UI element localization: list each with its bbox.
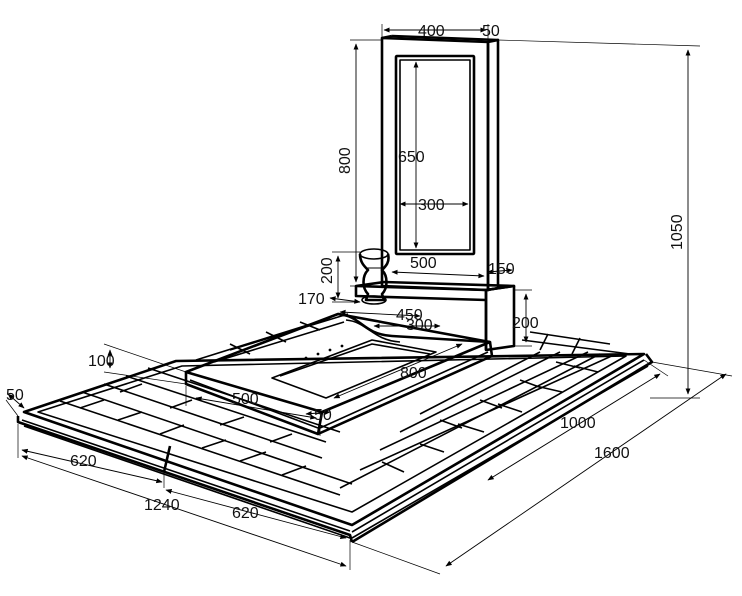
dim-border-width: 50 (6, 387, 24, 404)
flowerbed (184, 312, 494, 436)
vase (358, 248, 390, 305)
dim-flowerbed-inner: 300 (406, 317, 433, 334)
dim-frame-height: 650 (398, 149, 425, 166)
dim-vase-base: 170 (298, 291, 325, 308)
dim-inner-length: 1000 (560, 415, 596, 432)
dim-curb-height: 100 (88, 353, 115, 370)
dim-stand-depth: 150 (488, 261, 515, 278)
dim-curb-thickness: 50 (314, 407, 332, 424)
dim-half-width-left: 620 (70, 453, 97, 470)
dim-total-length: 1600 (594, 445, 630, 462)
dimension-lines (5, 24, 733, 575)
dimension-labels: 400 50 800 1050 650 300 500 150 200 170 … (6, 23, 686, 522)
dim-vase-height: 200 (319, 257, 336, 284)
dim-half-width-right: 620 (232, 505, 259, 522)
dim-stand-height: 200 (512, 315, 539, 332)
dim-stele-width: 400 (418, 23, 445, 40)
dim-frame-width: 300 (418, 197, 445, 214)
dim-curb-width: 500 (232, 391, 259, 408)
dim-total-height: 1050 (669, 214, 686, 250)
dim-stele-height: 800 (337, 147, 354, 174)
stele (380, 34, 500, 292)
dim-stand-width: 500 (410, 255, 437, 272)
dim-flowerbed-length: 800 (400, 365, 427, 382)
dim-flowerbed-head: 450 (396, 307, 423, 324)
dim-total-width: 1240 (144, 497, 180, 514)
base-platform (16, 352, 654, 544)
dim-stele-thickness: 50 (482, 23, 500, 40)
